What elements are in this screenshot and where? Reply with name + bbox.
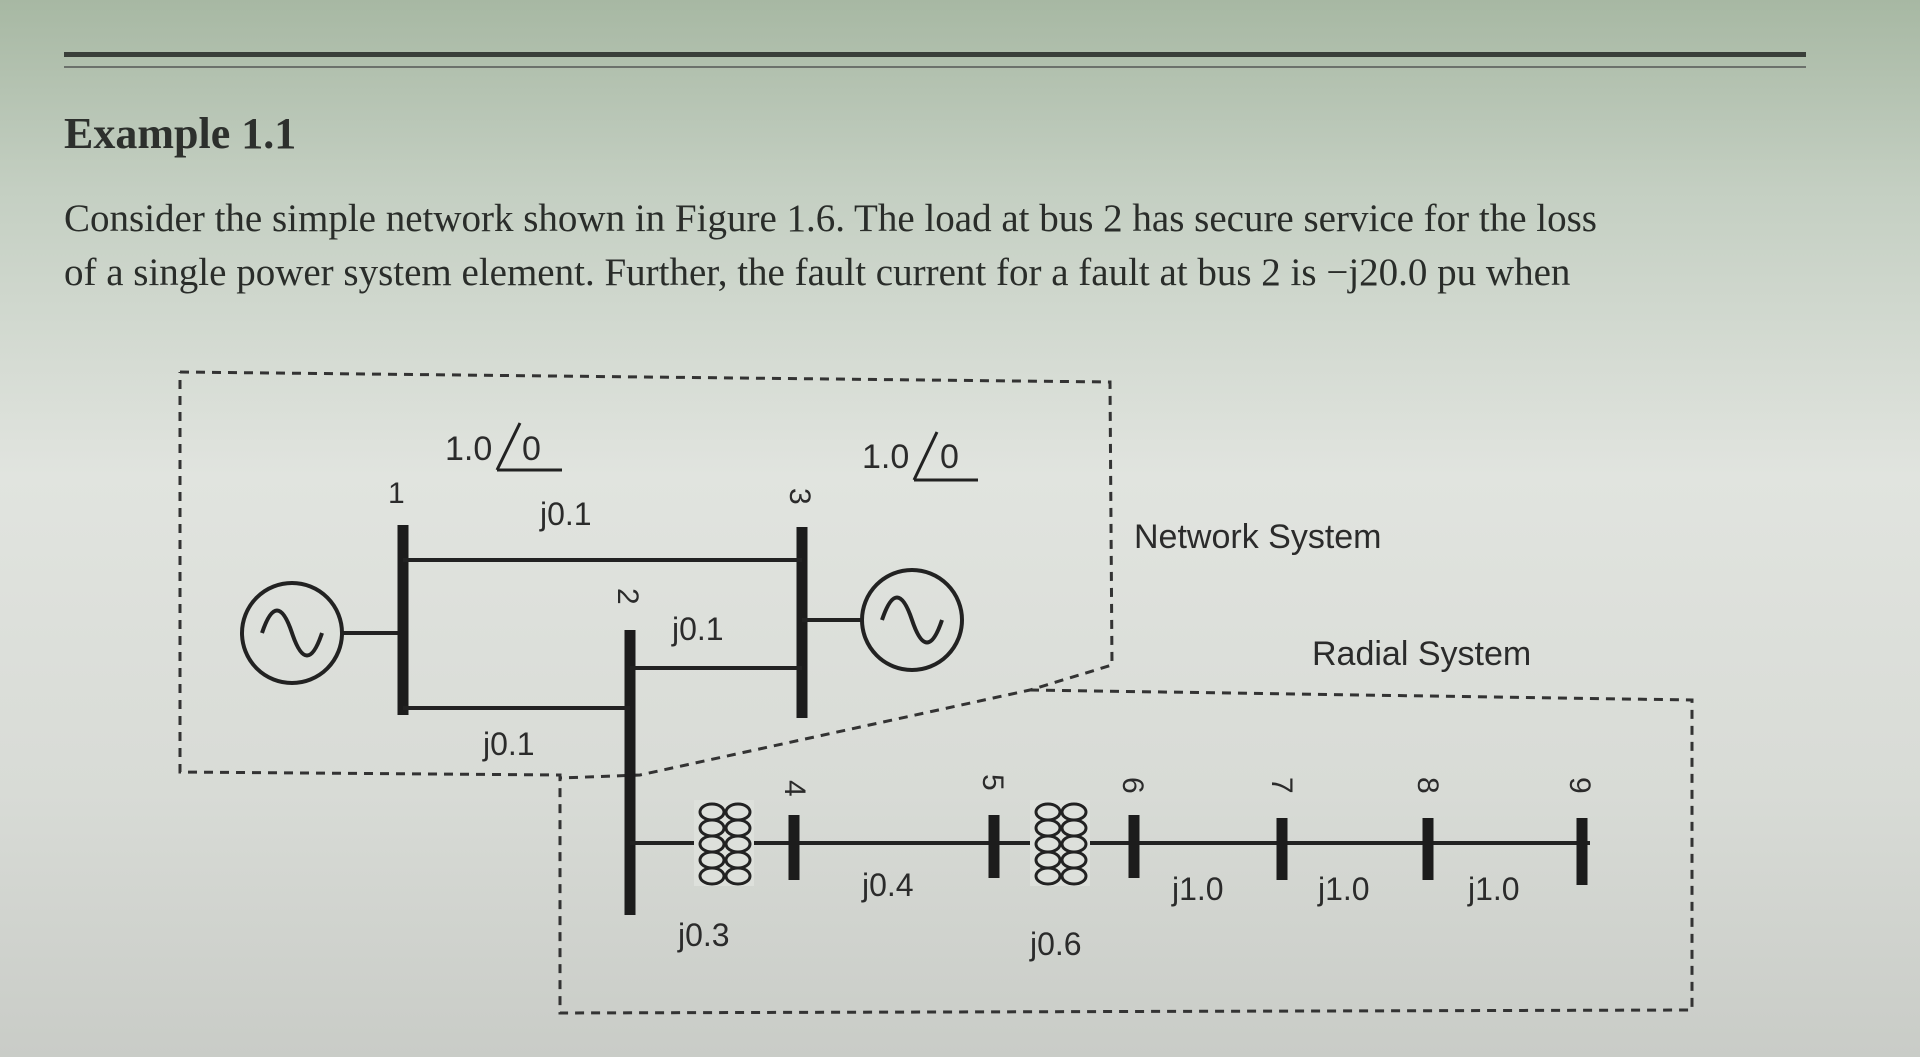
bus-number-7: 7: [1265, 777, 1298, 794]
network-system-boundary: [178, 370, 1114, 780]
source-angle-1: 0: [522, 430, 541, 468]
top-rule: [64, 52, 1806, 57]
impedance-line-6-7: j1.0: [1171, 871, 1224, 907]
angle-symbol-1: [495, 422, 562, 472]
transformer-coil-icon: [1030, 800, 1090, 886]
source-voltage-1: 1.0: [445, 430, 492, 468]
transformer-coil-icon: [694, 800, 754, 886]
network-system-label: Network System: [1134, 518, 1382, 556]
impedance-line-8-9: j1.0: [1467, 871, 1520, 907]
bus-number-2: 2: [611, 588, 644, 605]
ac-generator-icon: [240, 581, 344, 685]
source-angle-3: 0: [940, 438, 959, 476]
example-paragraph: Consider the simple network shown in Fig…: [64, 192, 1804, 300]
impedance-transformer-2-4: j0.3: [677, 917, 730, 953]
paragraph-line-1: Consider the simple network shown in Fig…: [64, 197, 1597, 240]
impedance-line-1-3: j0.1: [539, 496, 592, 532]
radial-system-label: Radial System: [1312, 635, 1531, 673]
radial-system-boundary: [558, 688, 1694, 1015]
bus-number-9: 9: [1563, 777, 1596, 794]
source-voltage-3: 1.0: [862, 438, 909, 476]
impedance-transformer-5-6: j0.6: [1029, 926, 1082, 962]
impedance-line-2-3: j0.1: [671, 611, 724, 647]
angle-symbol-3: [912, 431, 978, 482]
bus-number-1: 1: [388, 477, 405, 510]
example-heading: Example 1.1: [64, 109, 297, 158]
top-rule-thin: [64, 66, 1806, 68]
impedance-line-1-2: j0.1: [482, 726, 535, 762]
impedance-line-4-5: j0.4: [861, 867, 914, 903]
impedance-line-7-8: j1.0: [1317, 871, 1370, 907]
bus-number-6: 6: [1116, 777, 1149, 794]
ac-generator-icon: [860, 568, 964, 672]
bus-number-4: 4: [778, 780, 811, 797]
bus-number-3: 3: [783, 488, 816, 505]
paragraph-line-2: of a single power system element. Furthe…: [64, 251, 1571, 294]
bus-number-5: 5: [976, 774, 1009, 791]
bus-number-8: 8: [1411, 777, 1444, 794]
